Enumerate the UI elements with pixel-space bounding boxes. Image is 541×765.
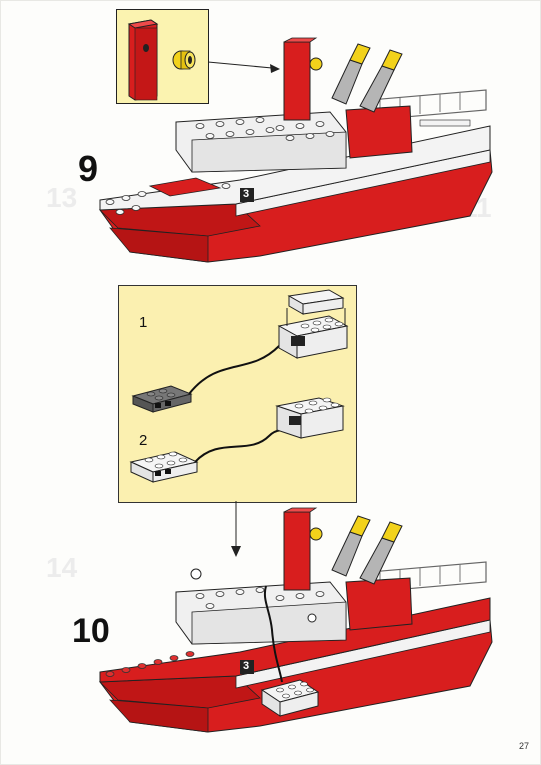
hull-marking: 3: [243, 188, 250, 200]
substep-number-2: 2: [139, 432, 148, 449]
part-inset-step-9: [116, 9, 209, 104]
sub-assembly-callout: 1 2: [118, 285, 357, 503]
ghost-step-number: 14: [46, 552, 78, 583]
step-number-10: 10: [72, 612, 110, 650]
page-number: 27: [518, 741, 529, 751]
ghost-step-number: 13: [46, 182, 78, 213]
callout-drawing: [129, 289, 349, 483]
substep-number-1: 1: [139, 314, 148, 331]
hull-marking: 3: [243, 660, 250, 672]
part-inset-drawing: [127, 19, 196, 101]
step-number-9: 9: [78, 148, 99, 189]
